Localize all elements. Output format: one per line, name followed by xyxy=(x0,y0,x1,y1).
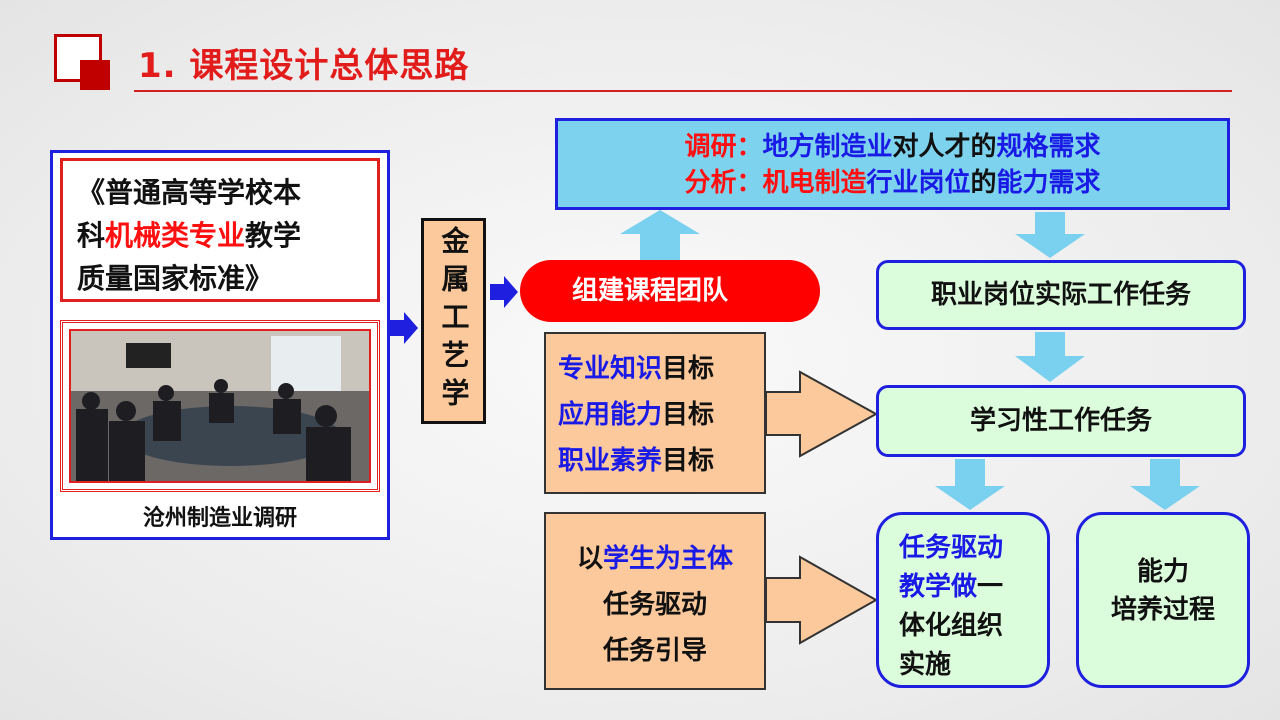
arrow-methods xyxy=(765,555,879,645)
goal-suffix: 目标 xyxy=(662,354,715,384)
meeting-photo xyxy=(60,320,380,492)
research-text: 对人才的 xyxy=(892,132,997,162)
national-standard-box: 《普通高等学校本 科机械类专业教学 质量国家标准》 xyxy=(60,158,380,302)
method-text: 任务引导 xyxy=(602,636,707,666)
meeting-photo-image xyxy=(71,331,369,481)
drive-text: 任务驱动 xyxy=(899,533,1004,563)
course-name-box: 金属工艺学 xyxy=(421,218,486,424)
goal-name: 应用能力 xyxy=(558,400,663,430)
ability-process-box: 能力 培养过程 xyxy=(1076,512,1250,688)
photo-caption: 沧州制造业调研 xyxy=(142,506,297,531)
standard-text: 《普通高等学校本 xyxy=(77,176,302,209)
analysis-text: 能力需求 xyxy=(996,168,1101,198)
goals-box: 专业知识目标 应用能力目标 职业素养目标 xyxy=(544,332,766,494)
arrow-down-job xyxy=(1015,212,1085,258)
standard-highlight: 机械类专业 xyxy=(105,219,246,252)
analysis-text: 机电制造 xyxy=(762,168,867,198)
standard-text: 科 xyxy=(77,219,106,252)
arrow-down-learning xyxy=(1015,332,1085,382)
build-team-pill: 组建课程团队 xyxy=(520,260,820,322)
course-name-label: 金属工艺学 xyxy=(437,226,471,416)
ability-text: 能力 xyxy=(1136,557,1189,587)
research-analysis-box: 调研：地方制造业对人才的规格需求 分析：机电制造行业岗位的能力需求 xyxy=(555,118,1230,210)
arrow-down-drive xyxy=(935,459,1005,510)
arrow-right-small-2 xyxy=(490,276,518,308)
goal-suffix: 目标 xyxy=(662,400,715,430)
drive-text: 体化组织 xyxy=(899,611,1004,641)
research-text: 规格需求 xyxy=(996,132,1101,162)
analysis-label: 分析： xyxy=(684,168,763,198)
standard-text: 教学 xyxy=(245,219,302,252)
methods-box: 以学生为主体 任务驱动 任务引导 xyxy=(544,512,766,690)
job-task-box: 职业岗位实际工作任务 xyxy=(876,260,1246,330)
learning-task-box: 学习性工作任务 xyxy=(876,385,1246,457)
arrow-goals xyxy=(765,370,879,458)
ability-text: 培养过程 xyxy=(1110,595,1215,625)
logo-square-filled xyxy=(80,60,110,90)
method-text: 任务驱动 xyxy=(602,590,707,620)
drive-text: 一 xyxy=(977,572,1004,602)
goal-suffix: 目标 xyxy=(662,446,715,476)
goal-name: 职业素养 xyxy=(558,446,663,476)
title-divider xyxy=(134,90,1232,92)
goal-name: 专业知识 xyxy=(558,354,663,384)
analysis-text: 行业岗位 xyxy=(866,168,971,198)
arrow-down-ability xyxy=(1130,459,1200,510)
research-label: 调研： xyxy=(684,132,763,162)
research-text: 地方制造业 xyxy=(762,132,893,162)
method-text: 以 xyxy=(576,544,603,574)
method-highlight: 学生为主体 xyxy=(603,544,734,574)
arrow-right-small-1 xyxy=(390,312,418,344)
standard-text: 质量国家标准》 xyxy=(77,262,274,295)
page-title: 1. 课程设计总体思路 xyxy=(138,46,470,86)
analysis-text: 的 xyxy=(970,168,997,198)
drive-text: 教学做 xyxy=(899,572,978,602)
arrow-up-research xyxy=(620,210,700,262)
drive-text: 实施 xyxy=(899,650,952,680)
task-driven-box: 任务驱动 教学做一 体化组织 实施 xyxy=(876,512,1050,688)
